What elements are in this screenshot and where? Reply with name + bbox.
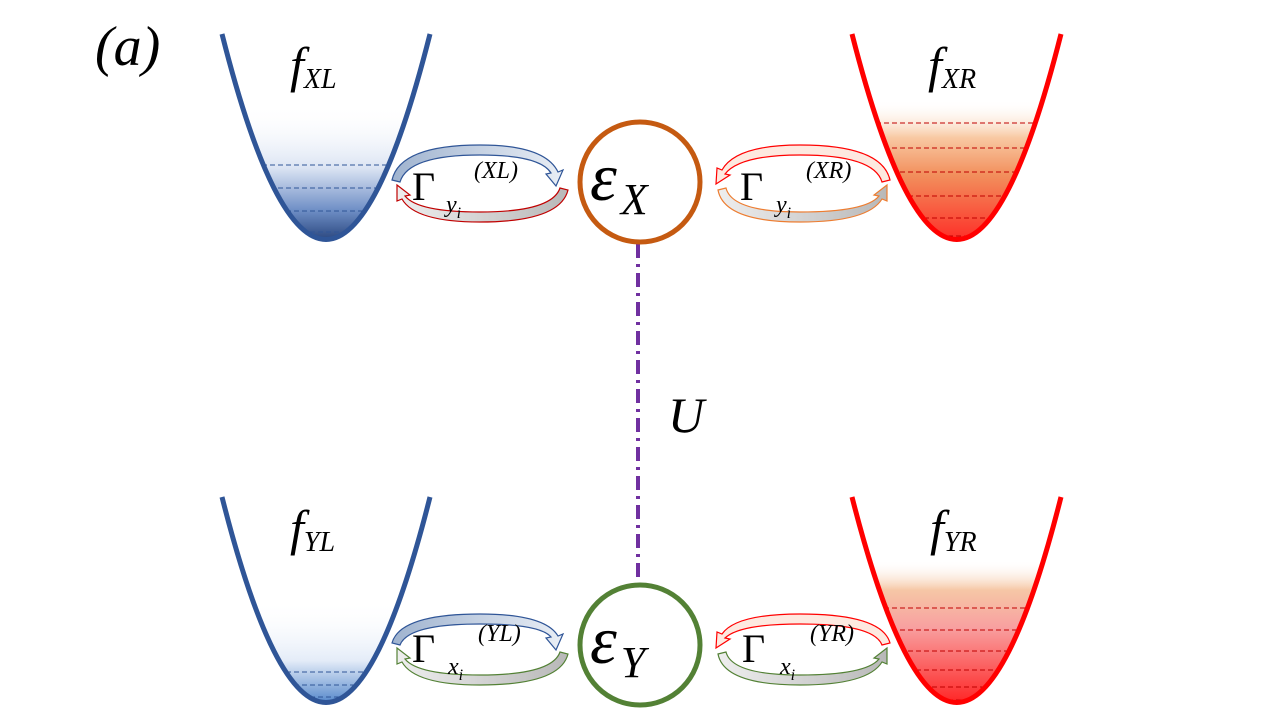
tunnel-arrows-yr: Γ xi (YR) [715,613,891,686]
dot-y-circle [577,582,703,708]
coupling-label: U [668,387,707,443]
reservoir-yl-label: fYL [290,500,335,558]
reservoir-xl: fXL [219,33,433,242]
tunnel-arrows-xr: Γ yi (XR) [715,144,891,223]
tunnel-arrows-yl: Γ xi (YL) [391,613,569,686]
arrow-x-to-xl [396,183,569,223]
rate-xr-label: Γ [740,164,763,209]
arrow-y-to-yr [717,646,888,686]
reservoir-xr-band [849,33,1064,242]
reservoir-yr: fYR [849,496,1064,705]
reservoir-yl: fYL [219,496,433,705]
dot-x-label: εX [590,139,650,224]
arrow-x-to-xr [717,183,888,223]
reservoir-yl-band [219,496,433,705]
rate-yr-sub: xi [779,654,795,684]
rate-xr-sup: (XR) [806,158,851,184]
rate-yl-label: Γ [412,626,435,671]
rate-xr-sub: yi [774,192,791,222]
rate-yl-sup: (YL) [478,621,521,647]
reservoir-xr: fXR [849,33,1064,242]
arrow-xr-to-x [715,144,891,186]
reservoir-xl-label: fXL [290,37,337,95]
rate-xl-sup: (XL) [474,158,518,184]
rate-xl-label: Γ [412,164,435,209]
arrow-xl-to-x [391,144,565,188]
dot-x-circle [577,119,703,245]
tunnel-arrows-xl: Γ yi (XL) [391,144,569,223]
rate-yl-sub: xi [447,654,463,684]
reservoir-xl-band [219,33,433,242]
reservoir-xr-label: fXR [928,37,976,95]
arrow-y-to-yl [396,646,569,686]
arrow-yl-to-y [391,613,565,652]
dot-x: εX [577,119,703,245]
rate-yr-label: Γ [742,626,765,671]
rate-yr-sup: (YR) [810,621,854,647]
dot-y-label: εY [590,602,650,687]
rate-xl-sub: yi [444,192,461,222]
dot-y: εY [577,582,703,708]
arrow-yr-to-y [715,613,891,650]
reservoir-yr-band [849,496,1064,705]
reservoir-yr-label: fYR [930,500,977,558]
panel-label: (a) [95,16,160,78]
